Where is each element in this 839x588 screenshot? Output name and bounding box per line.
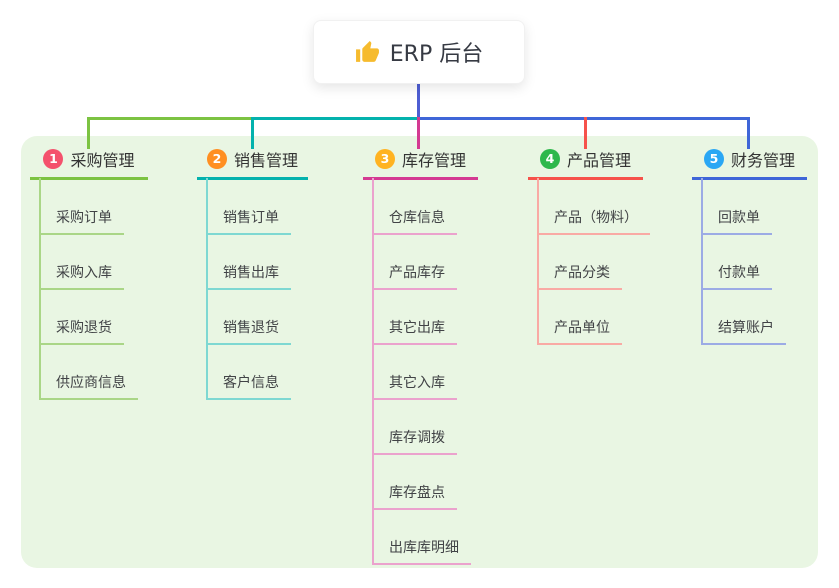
child-node[interactable]: 产品单位: [537, 317, 622, 345]
branch-number-badge: 1: [43, 148, 64, 169]
child-node[interactable]: 客户信息: [206, 372, 291, 400]
connector-root-stem: [417, 82, 420, 120]
child-node[interactable]: 销售退货: [206, 317, 291, 345]
branch-number-badge: 4: [539, 148, 560, 169]
branch-number-badge: 5: [703, 148, 724, 169]
child-node[interactable]: 供应商信息: [39, 372, 138, 400]
branch-spine-4: [537, 178, 539, 345]
branch-title-node-4[interactable]: 4 产品管理: [528, 147, 643, 180]
child-node[interactable]: 销售出库: [206, 262, 291, 290]
branch-number-badge: 2: [206, 148, 227, 169]
connector-branch-drop-1: [87, 117, 90, 149]
child-node[interactable]: 仓库信息: [372, 207, 457, 235]
child-node[interactable]: 库存盘点: [372, 482, 457, 510]
branch-title-label: 库存管理: [401, 150, 466, 170]
child-node[interactable]: 产品库存: [372, 262, 457, 290]
child-node[interactable]: 产品（物料）: [537, 207, 650, 235]
child-node[interactable]: 付款单: [701, 262, 772, 290]
child-node[interactable]: 采购订单: [39, 207, 124, 235]
connector-bus-segment-2: [251, 117, 420, 120]
child-node[interactable]: 销售订单: [206, 207, 291, 235]
branch-spine-5: [701, 178, 703, 345]
branch-number-badge: 3: [374, 148, 395, 169]
branch-title-node-3[interactable]: 3 库存管理: [363, 147, 478, 180]
branch-title-node-1[interactable]: 1 采购管理: [30, 147, 148, 180]
root-label: ERP 后台: [389, 42, 484, 67]
connector-branch-drop-2: [251, 117, 254, 149]
child-node[interactable]: 采购退货: [39, 317, 124, 345]
branch-title-label: 采购管理: [70, 150, 135, 170]
connector-branch-drop-5: [747, 117, 750, 149]
branch-title-label: 财务管理: [730, 150, 795, 170]
thumbs-up-icon: [355, 40, 379, 62]
child-node[interactable]: 结算账户: [701, 317, 786, 345]
branch-title-label: 产品管理: [566, 150, 631, 170]
branch-spine-3: [372, 178, 374, 565]
connector-branch-drop-3: [417, 117, 420, 149]
branches-background-panel: [21, 136, 818, 568]
branch-title-node-2[interactable]: 2 销售管理: [197, 147, 308, 180]
connector-bus-segment-1: [87, 117, 253, 120]
connector-bus-segment-3: [417, 117, 750, 120]
child-node[interactable]: 其它出库: [372, 317, 457, 345]
branch-title-node-5[interactable]: 5 财务管理: [692, 147, 807, 180]
child-node[interactable]: 采购入库: [39, 262, 124, 290]
child-node[interactable]: 出库库明细: [372, 537, 471, 565]
child-node[interactable]: 库存调拨: [372, 427, 457, 455]
child-node[interactable]: 回款单: [701, 207, 772, 235]
root-node[interactable]: ERP 后台: [313, 20, 525, 84]
connector-branch-drop-4: [584, 117, 587, 149]
child-node[interactable]: 其它入库: [372, 372, 457, 400]
child-node[interactable]: 产品分类: [537, 262, 622, 290]
branch-title-label: 销售管理: [233, 150, 298, 170]
